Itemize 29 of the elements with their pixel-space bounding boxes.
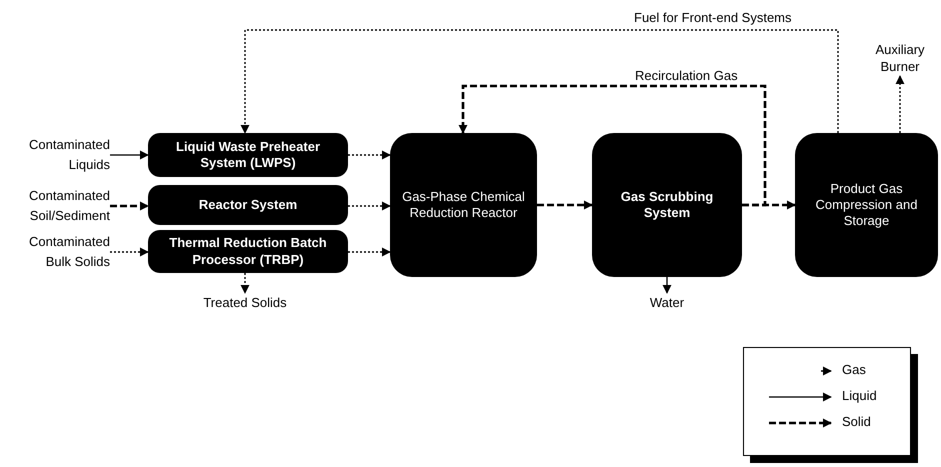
process-box: Gas-Phase Chemical Reduction Reactor: [390, 133, 537, 277]
flow-arrow: [348, 248, 391, 256]
stream-label: Contaminated Liquids: [28, 136, 110, 174]
stream-label: Contaminated Soil/Sediment: [28, 187, 110, 225]
stream-label: Contaminated Bulk Solids: [28, 233, 110, 271]
legend-label: Solid: [842, 414, 871, 429]
edge-label: Recirculation Gas: [633, 68, 740, 83]
flow-arrow: [348, 150, 391, 160]
process-box: Thermal Reduction Batch Processor (TRBP): [148, 230, 348, 273]
flow-arrow: [348, 202, 391, 210]
process-box: Liquid Waste Preheater System (LWPS): [148, 133, 348, 177]
stream-label: Water: [650, 294, 684, 310]
flow-arrow: [458, 84, 766, 206]
flow-arrow: [240, 273, 250, 294]
flow-arrow: [110, 150, 149, 160]
process-box: Product Gas Compression and Storage: [795, 133, 938, 277]
legend-label: Gas: [842, 362, 866, 377]
process-box: Gas Scrubbing System: [592, 133, 742, 277]
flow-arrow: [110, 202, 149, 210]
process-box: Reactor System: [148, 185, 348, 225]
flow-arrow: [537, 200, 593, 210]
flow-arrow: [662, 277, 672, 294]
legend-label: Liquid: [842, 388, 877, 403]
stream-label: Treated Solids: [203, 294, 287, 310]
flow-arrow: [240, 29, 839, 134]
edge-label: Fuel for Front-end Systems: [632, 10, 794, 25]
flow-arrow: [896, 75, 904, 133]
stream-label: Auxiliary Burner: [874, 41, 926, 75]
flow-arrow: [110, 248, 149, 256]
